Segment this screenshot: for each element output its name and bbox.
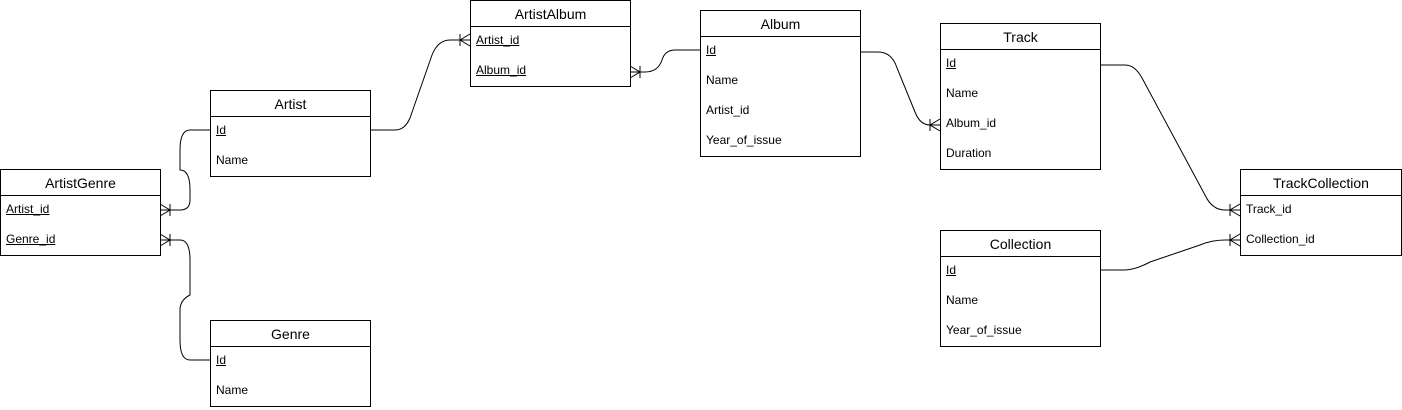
field-id: Id [216, 123, 227, 137]
link-album-track [860, 51, 940, 126]
entity-title: Track [941, 24, 1100, 50]
crowfoot-artistalbum-artist [459, 33, 471, 47]
field-genre-id: Genre_id [6, 232, 56, 246]
field-name: Name [216, 153, 249, 167]
link-collection-trackcollection [1100, 239, 1240, 271]
entity-trackcollection[interactable]: TrackCollection Track_id Collection_id [1240, 169, 1402, 256]
field-id: Id [946, 56, 957, 70]
link-genre-artistgenre [160, 239, 210, 361]
field-album-id: Album_id [476, 63, 527, 77]
link-album-artistalbum [630, 49, 700, 73]
field-duration: Duration [946, 146, 992, 160]
entity-genre[interactable]: Genre Id Name [210, 320, 371, 407]
field-artist-id: Artist_id [476, 33, 520, 47]
crowfoot-trackcollection-collection [1229, 233, 1241, 247]
entity-title: Artist [211, 91, 370, 117]
field-year-of-issue: Year_of_issue [706, 133, 782, 147]
field-id: Id [706, 43, 717, 57]
link-artist-artistgenre [160, 129, 210, 211]
entity-artistgenre[interactable]: ArtistGenre Artist_id Genre_id [0, 169, 161, 256]
link-artist-artistalbum [370, 39, 470, 131]
entity-title: TrackCollection [1241, 170, 1401, 196]
entity-track[interactable]: Track Id Name Album_id Duration [940, 23, 1101, 170]
crowfoot-artistgenre-artist [159, 203, 171, 217]
entity-artistalbum[interactable]: ArtistAlbum Artist_id Album_id [470, 0, 631, 87]
field-year-of-issue: Year_of_issue [946, 323, 1022, 337]
field-track-id: Track_id [1246, 202, 1292, 216]
field-name: Name [216, 383, 249, 397]
entity-artist[interactable]: Artist Id Name [210, 90, 371, 177]
link-track-trackcollection [1100, 64, 1240, 211]
entity-title: ArtistGenre [1, 170, 160, 196]
entity-title: Genre [211, 321, 370, 347]
entity-title: Album [701, 11, 860, 37]
field-id: Id [946, 263, 957, 277]
field-album-id: Album_id [946, 116, 997, 130]
field-collection-id: Collection_id [1246, 232, 1315, 246]
field-id: Id [216, 353, 227, 367]
entity-collection[interactable]: Collection Id Name Year_of_issue [940, 230, 1101, 347]
field-name: Name [946, 293, 979, 307]
field-artist-id: Artist_id [706, 103, 750, 117]
field-artist-id: Artist_id [6, 202, 50, 216]
entity-album[interactable]: Album Id Name Artist_id Year_of_issue [700, 10, 861, 157]
crowfoot-track-album [929, 118, 941, 132]
entity-title: ArtistAlbum [471, 1, 630, 27]
crowfoot-trackcollection-track [1229, 203, 1241, 217]
field-name: Name [946, 86, 979, 100]
crowfoot-artistgenre-genre [159, 233, 171, 247]
field-name: Name [706, 73, 739, 87]
entity-title: Collection [941, 231, 1100, 257]
crowfoot-artistalbum-album [629, 65, 641, 79]
